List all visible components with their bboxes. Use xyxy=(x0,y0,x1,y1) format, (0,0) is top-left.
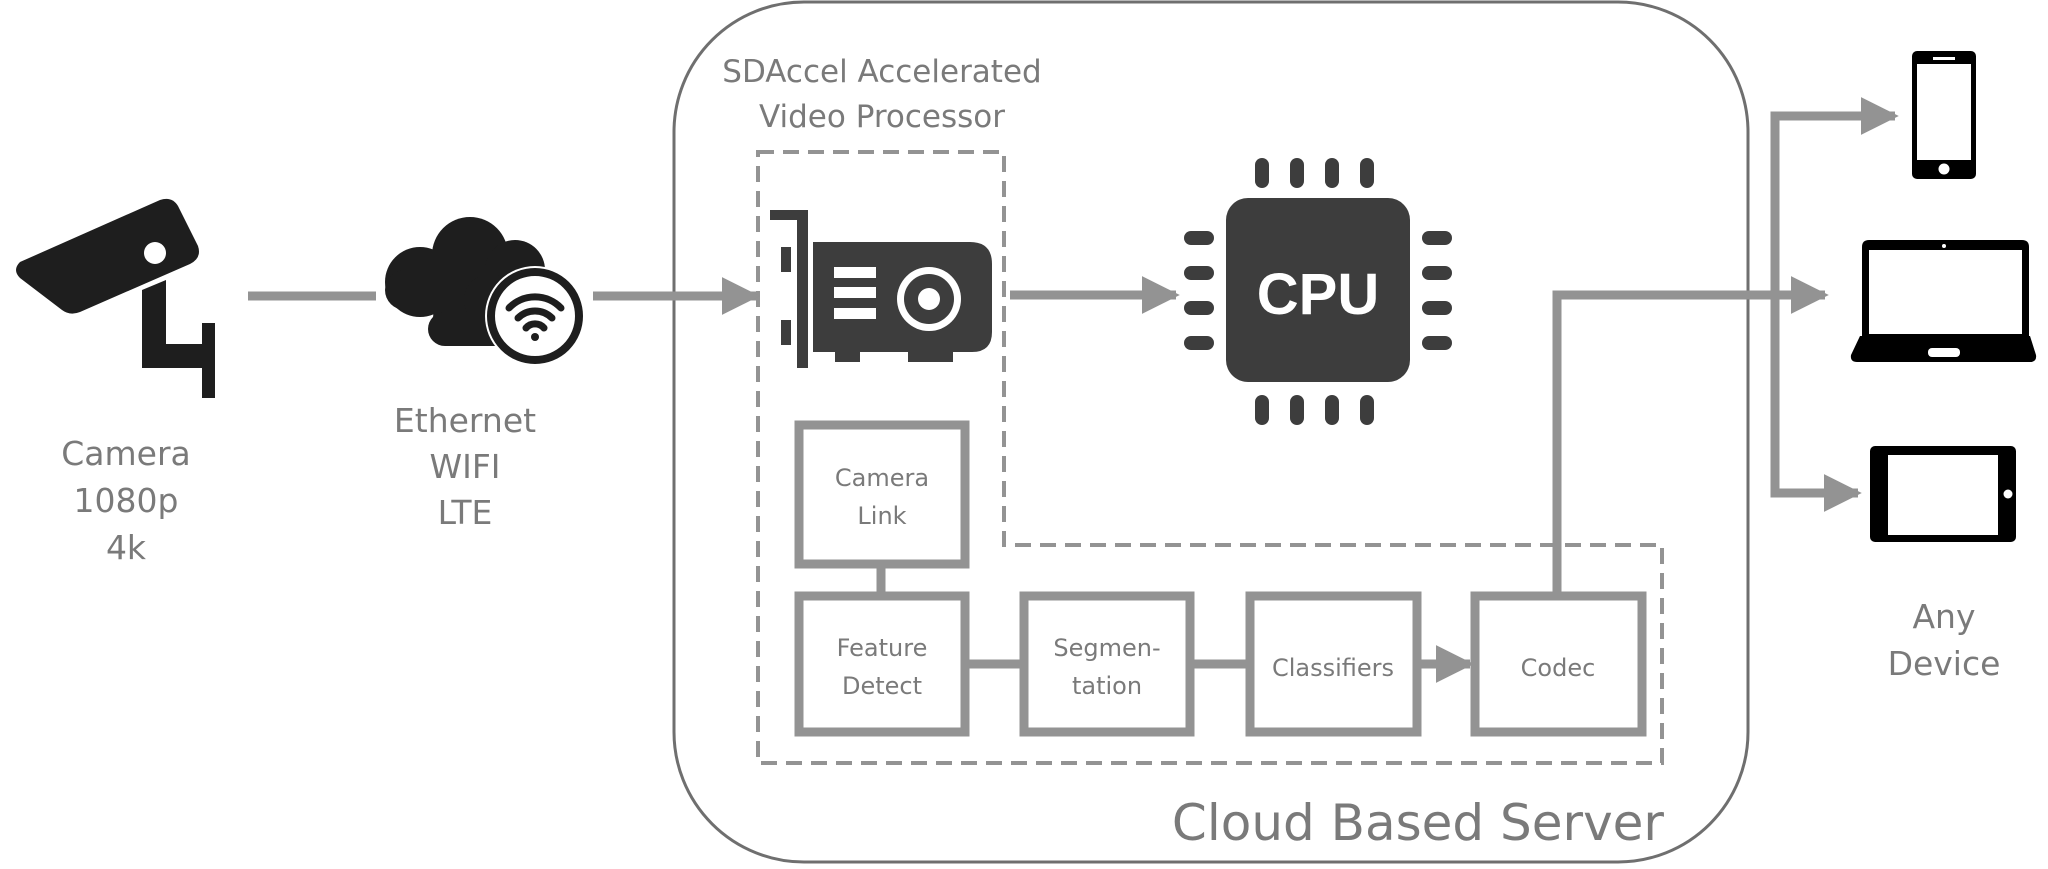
cloud-server-label: Cloud Based Server xyxy=(1172,794,1665,852)
laptop-icon xyxy=(1850,240,2037,362)
network-label-line-1: Ethernet xyxy=(394,401,536,440)
network-label-line-2: WIFI xyxy=(429,447,500,486)
block-feature-detect-line-2: Detect xyxy=(842,672,922,700)
devices-label-line-2: Device xyxy=(1888,644,2001,683)
block-classifiers-label: Classifiers xyxy=(1272,654,1394,682)
accelerator-title-line-2: Video Processor xyxy=(759,99,1005,135)
accelerator-title-line-1: SDAccel Accelerated xyxy=(722,54,1041,90)
camera-label-line-3: 4k xyxy=(106,528,147,567)
block-segmentation-line-2: tation xyxy=(1072,672,1142,700)
cpu-label: CPU xyxy=(1257,262,1379,327)
cpu-chip-icon: CPU xyxy=(1184,158,1452,425)
devices-label-line-1: Any xyxy=(1912,597,1975,636)
network-label-line-3: LTE xyxy=(438,493,493,532)
block-classifiers: Classifiers xyxy=(1245,591,1422,737)
cpu-pins-right xyxy=(1422,231,1452,350)
cpu-pins-left xyxy=(1184,231,1214,350)
smartphone-icon xyxy=(1912,51,1976,179)
cpu-pins-top xyxy=(1255,158,1374,188)
camera-label-line-1: Camera xyxy=(61,434,191,473)
block-feature-detect: Feature Detect xyxy=(794,591,970,737)
block-camera-link: Camera Link xyxy=(794,420,970,569)
distribution-to-tablet-arrow xyxy=(1770,300,1862,512)
cloud-server-container xyxy=(672,0,1750,864)
cpu-pins-bottom xyxy=(1255,395,1374,425)
security-camera-icon xyxy=(16,198,215,398)
block-segmentation: Segmen- tation xyxy=(1019,591,1195,737)
cloud-wifi-icon xyxy=(385,217,585,366)
block-feature-detect-line-1: Feature xyxy=(837,634,928,662)
tablet-icon xyxy=(1870,446,2016,542)
block-camera-link-line-1: Camera xyxy=(835,464,929,492)
fpga-card-icon xyxy=(770,210,992,368)
codec-to-laptop-arrow xyxy=(1552,276,1829,596)
block-codec: Codec xyxy=(1470,591,1647,737)
camera-label-line-2: 1080p xyxy=(74,481,179,520)
block-codec-label: Codec xyxy=(1521,654,1596,682)
block-camera-link-line-2: Link xyxy=(857,502,906,530)
block-segmentation-line-1: Segmen- xyxy=(1053,634,1160,662)
